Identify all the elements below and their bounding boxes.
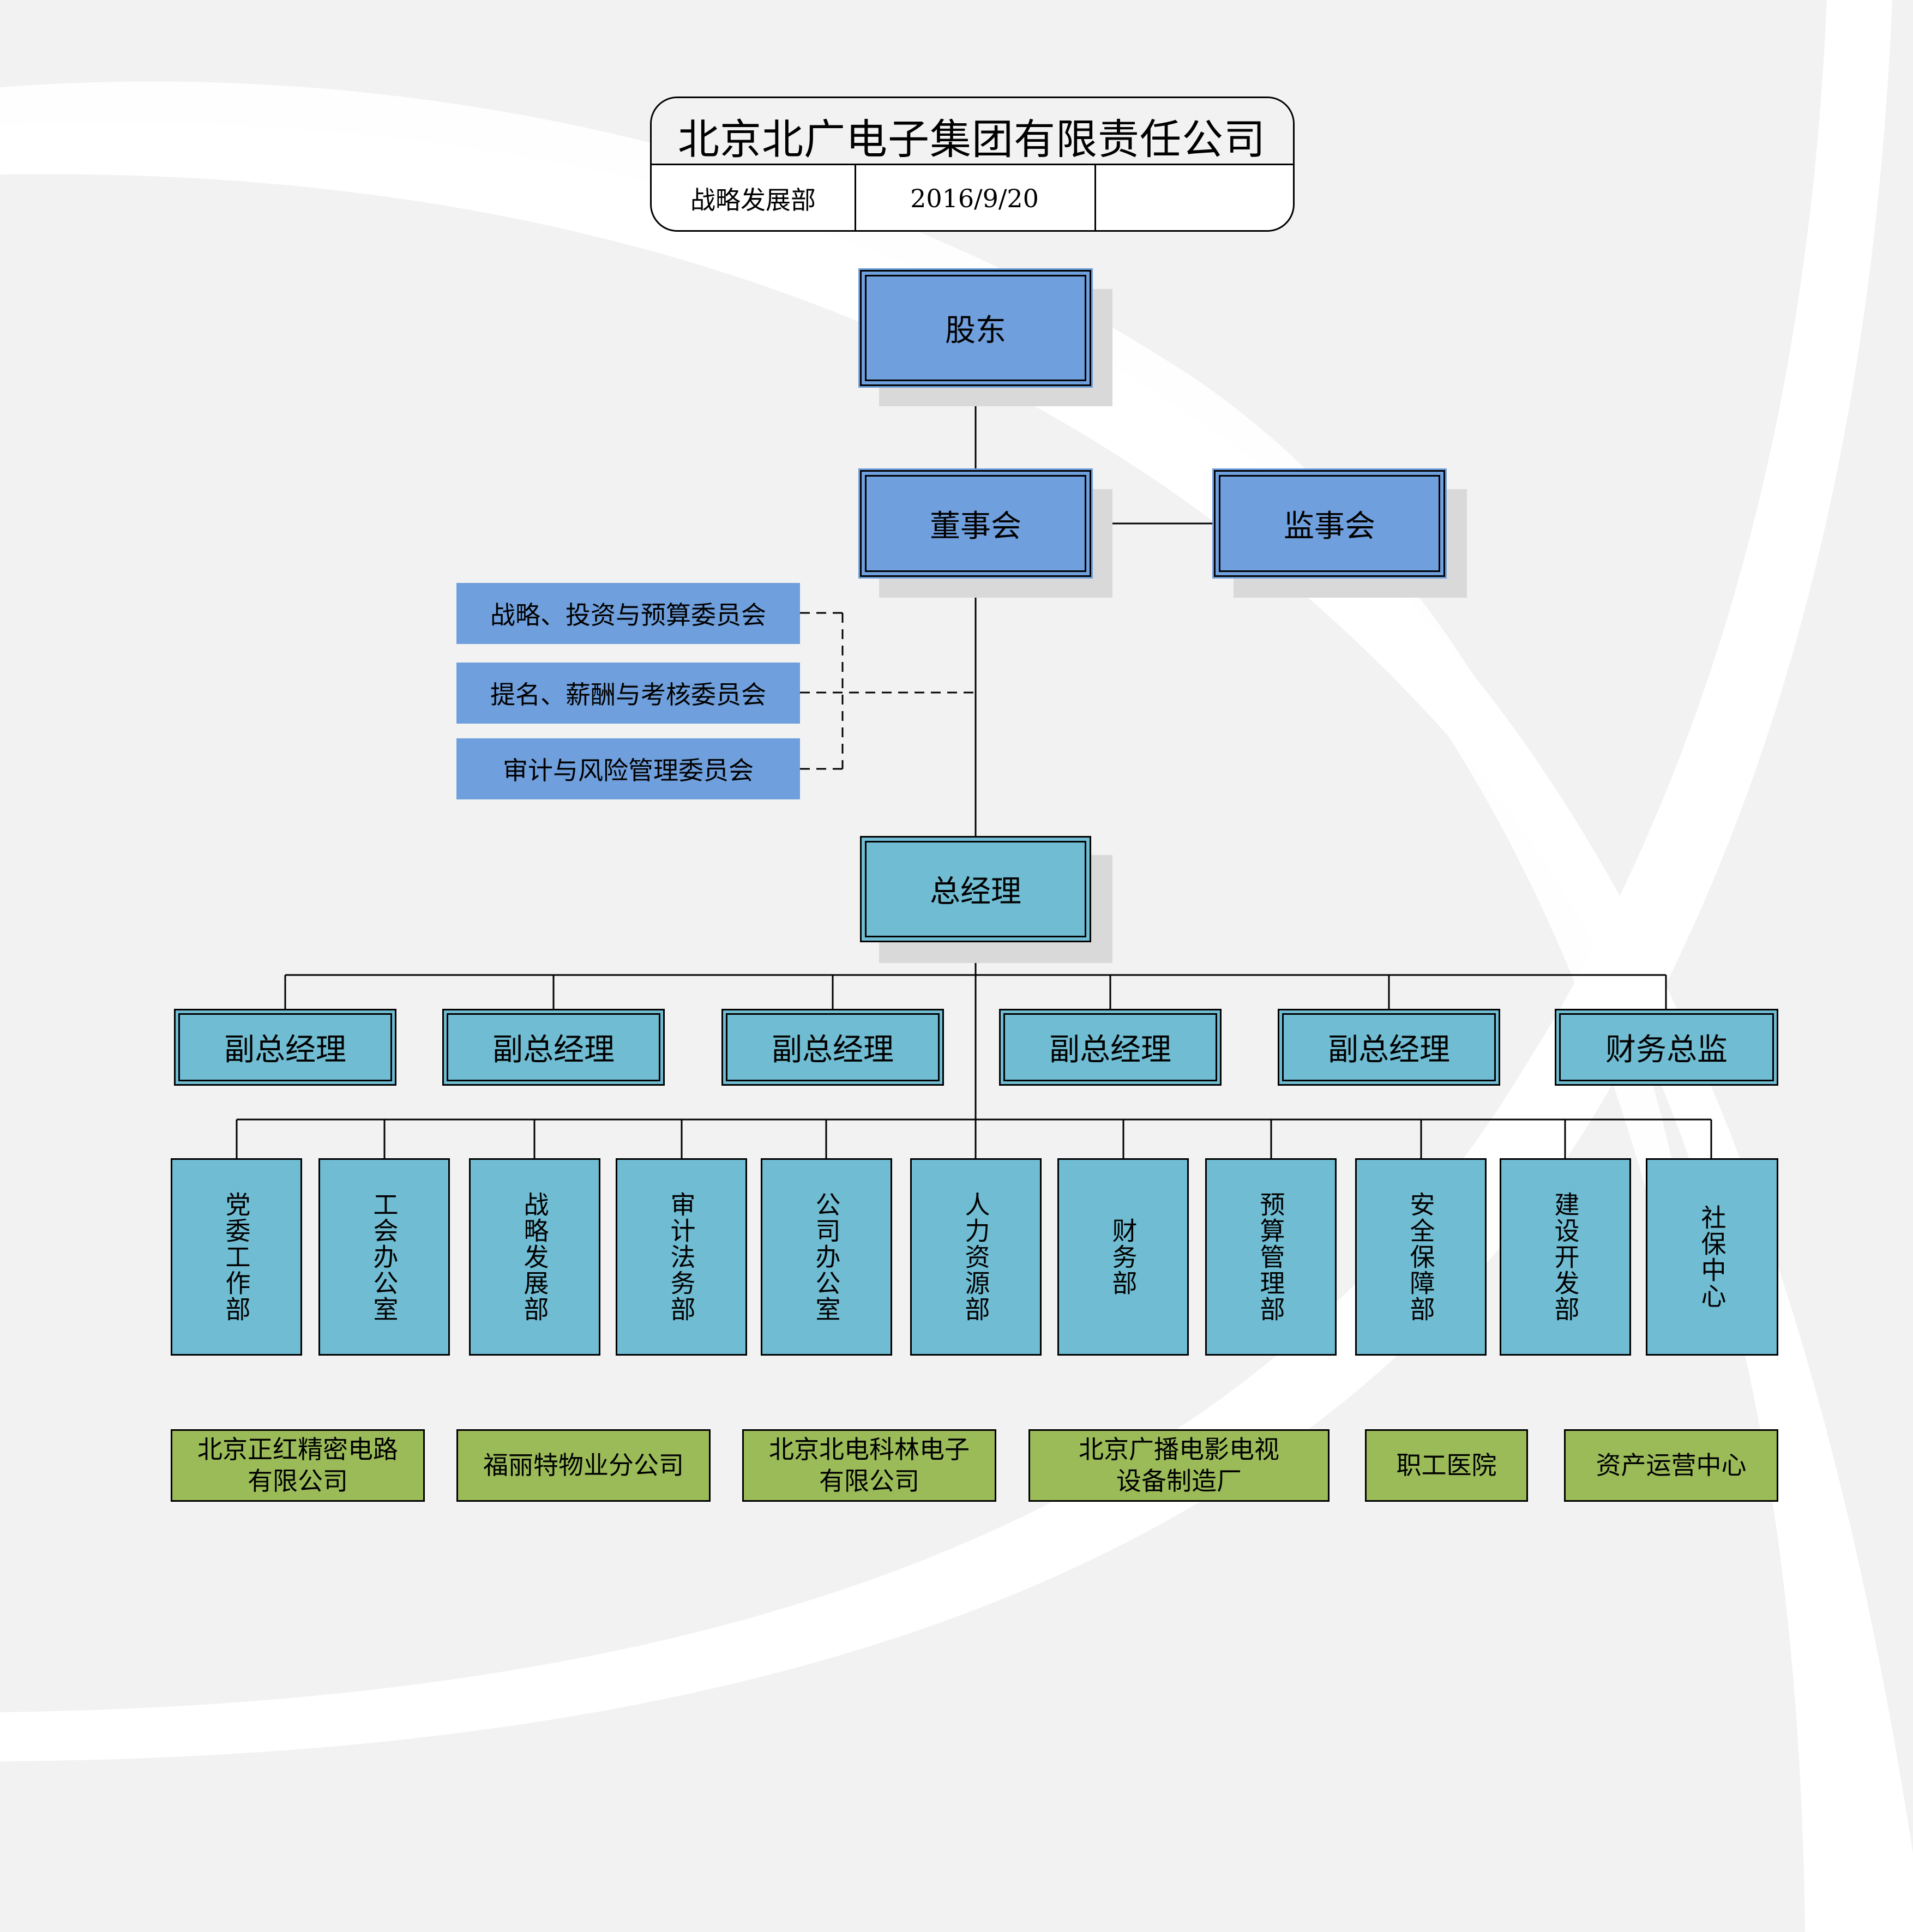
company-title: 北京北广电子集团有限责任公司 [678,115,1266,164]
dept-label: 预算管理部 [1256,1191,1286,1322]
supervisors-box: 监事会 [1212,468,1447,579]
vp-box-5: 副总经理 [1278,1009,1500,1086]
subsidiary-kelin: 北京北电科林电子 有限公司 [742,1429,996,1502]
dept-construction: 建设开发部 [1500,1158,1631,1356]
subsidiary-asset-center: 资产运营中心 [1564,1429,1778,1502]
dept-label: 人力资源部 [961,1191,991,1322]
dept-union-office: 工会办公室 [318,1158,450,1356]
board-box: 董事会 [858,468,1093,579]
dept-label: 工会办公室 [369,1191,399,1322]
subsidiary-fulite: 福丽特物业分公司 [456,1429,711,1502]
dept-label: 财务部 [1108,1218,1138,1296]
dept-strategy: 战略发展部 [469,1158,600,1356]
subsidiary-line1: 福丽特物业分公司 [483,1450,684,1480]
cfo-box: 财务总监 [1555,1009,1778,1086]
header-date: 2016/9/20 [855,164,1096,230]
subsidiary-line1: 北京广播电影电视 [1079,1435,1279,1464]
committee-audit: 审计与风险管理委员会 [456,738,800,799]
dept-label: 审计法务部 [666,1191,696,1322]
subsidiary-line1: 北京正红精密电路 [197,1435,398,1464]
committee-strategy: 战略、投资与预算委员会 [456,583,800,644]
dept-party-work: 党委工作部 [171,1158,302,1356]
vp-box-1: 副总经理 [174,1009,396,1086]
header-department: 战略发展部 [652,164,856,230]
header-title-row: 北京北广电子集团有限责任公司 [652,98,1293,165]
shareholders-box: 股东 [858,268,1093,388]
subsidiary-line2: 设备制造厂 [1116,1466,1242,1496]
dept-label: 安全保障部 [1406,1191,1436,1322]
subsidiary-line2: 有限公司 [819,1466,919,1496]
vp-box-2: 副总经理 [442,1009,665,1086]
dept-social-security: 社保中心 [1646,1158,1778,1356]
subsidiary-hospital: 职工医院 [1365,1429,1528,1502]
dept-hr: 人力资源部 [910,1158,1042,1356]
subsidiary-line2: 有限公司 [248,1466,348,1496]
dept-label: 战略发展部 [520,1191,550,1322]
header-empty-cell [1094,164,1293,230]
dept-finance: 财务部 [1057,1158,1189,1356]
dept-company-office: 公司办公室 [761,1158,892,1356]
dept-label: 建设开发部 [1550,1191,1580,1322]
subsidiary-line1: 北京北电科林电子 [769,1435,970,1464]
vp-box-3: 副总经理 [721,1009,944,1086]
subsidiary-broadcast-factory: 北京广播电影电视 设备制造厂 [1028,1429,1330,1502]
vp-box-4: 副总经理 [999,1009,1222,1086]
dept-audit-legal: 审计法务部 [616,1158,747,1356]
subsidiary-line1: 资产运营中心 [1596,1450,1747,1480]
header-block: 北京北广电子集团有限责任公司 战略发展部 2016/9/20 [650,97,1295,232]
general-manager-box: 总经理 [860,836,1091,942]
dept-budget: 预算管理部 [1205,1158,1337,1356]
subsidiary-line1: 职工医院 [1396,1450,1497,1480]
dept-label: 党委工作部 [221,1191,251,1322]
subsidiary-zhenghong: 北京正红精密电路 有限公司 [171,1429,425,1502]
committee-nomination: 提名、薪酬与考核委员会 [456,663,800,724]
dept-label: 社保中心 [1697,1205,1727,1309]
dept-label: 公司办公室 [811,1191,841,1322]
dept-security: 安全保障部 [1355,1158,1487,1356]
